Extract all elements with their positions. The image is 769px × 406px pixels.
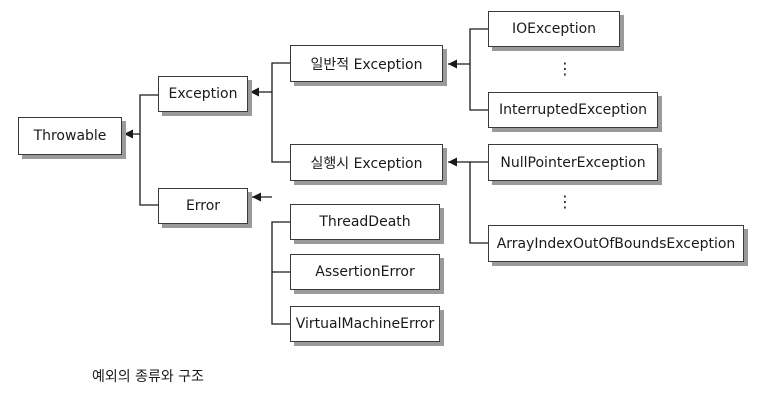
io-exception-node: IOException: [488, 11, 620, 47]
ellipsis-runtime: ⋮: [557, 192, 573, 211]
figure-caption: 예외의 종류와 구조: [92, 369, 204, 385]
virtual-machine-error-node: VirtualMachineError: [290, 306, 440, 342]
array-index-exception-node: ArrayIndexOutOfBoundsException: [488, 225, 744, 262]
runtime-exception-node: 실행시 Exception: [290, 144, 443, 181]
exception-node: Exception: [158, 76, 248, 112]
interrupted-exception-node: InterruptedException: [488, 92, 658, 128]
error-node: Error: [158, 188, 248, 224]
assertion-error-node: AssertionError: [290, 254, 440, 290]
checked-exception-node: 일반적 Exception: [290, 45, 443, 82]
ellipsis-checked: ⋮: [557, 59, 573, 78]
thread-death-node: ThreadDeath: [290, 204, 440, 240]
null-pointer-exception-node: NullPointerException: [488, 144, 658, 181]
throwable-node: Throwable: [18, 117, 122, 155]
